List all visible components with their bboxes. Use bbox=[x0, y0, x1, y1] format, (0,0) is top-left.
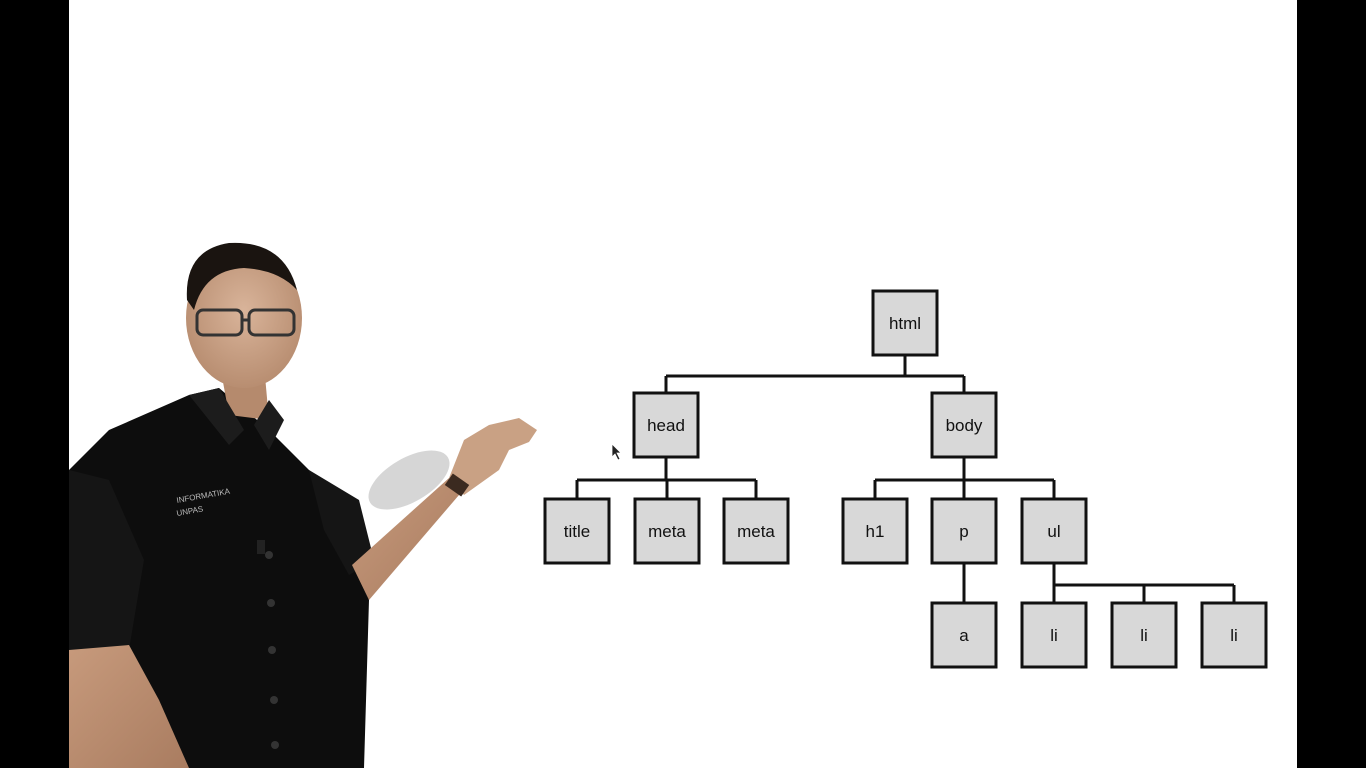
tree-node-box bbox=[1110, 601, 1178, 669]
tree-node-li3: li bbox=[1200, 601, 1268, 669]
tree-node-label: meta bbox=[648, 522, 686, 541]
tree-node-li2: li bbox=[1110, 601, 1178, 669]
tree-node-box bbox=[633, 497, 701, 565]
tree-node-box bbox=[632, 391, 700, 459]
tree-node-box bbox=[1020, 497, 1088, 565]
tree-node-label: h1 bbox=[866, 522, 885, 541]
tree-node-li1: li bbox=[1020, 601, 1088, 669]
tree-node-label: li bbox=[1230, 626, 1238, 645]
tree-node-label: li bbox=[1050, 626, 1058, 645]
tree-node-a: a bbox=[930, 601, 998, 669]
tree-node-title: title bbox=[543, 497, 611, 565]
tree-node-box bbox=[930, 391, 998, 459]
tree-node-label: ul bbox=[1047, 522, 1060, 541]
tree-node-label: a bbox=[959, 626, 969, 645]
tree-edges bbox=[575, 355, 1236, 603]
tree-node-html: html bbox=[871, 289, 939, 357]
tree-node-h1: h1 bbox=[841, 497, 909, 565]
letterbox-right bbox=[1297, 0, 1366, 768]
tree-node-meta1: meta bbox=[633, 497, 701, 565]
tree-node-label: body bbox=[946, 416, 983, 435]
tree-node-label: li bbox=[1140, 626, 1148, 645]
tree-node-label: meta bbox=[737, 522, 775, 541]
tree-node-ul: ul bbox=[1020, 497, 1088, 565]
tree-node-box bbox=[871, 289, 939, 357]
mouse-cursor-icon bbox=[611, 443, 622, 461]
tree-node-box bbox=[1200, 601, 1268, 669]
tree-node-label: p bbox=[959, 522, 968, 541]
presenter-figure: INFORMATIKA UNPAS bbox=[69, 242, 537, 768]
tree-node-box bbox=[1020, 601, 1088, 669]
tree-node-box bbox=[841, 497, 909, 565]
tree-nodes: html head body title meta meta h1 p ul a li li li bbox=[543, 289, 1268, 669]
letterbox-left bbox=[0, 0, 69, 768]
tree-node-label: head bbox=[647, 416, 685, 435]
tree-node-label: title bbox=[564, 522, 590, 541]
slide: INFORMATIKA UNPAS bbox=[69, 0, 1297, 768]
tree-node-head: head bbox=[632, 391, 700, 459]
tree-node-body: body bbox=[930, 391, 998, 459]
tree-node-box bbox=[930, 601, 998, 669]
tree-node-box bbox=[930, 497, 998, 565]
tree-node-label: html bbox=[889, 314, 921, 333]
tree-node-box bbox=[543, 497, 611, 565]
tree-node-box bbox=[722, 497, 790, 565]
tree-node-meta2: meta bbox=[722, 497, 790, 565]
tree-node-p: p bbox=[930, 497, 998, 565]
